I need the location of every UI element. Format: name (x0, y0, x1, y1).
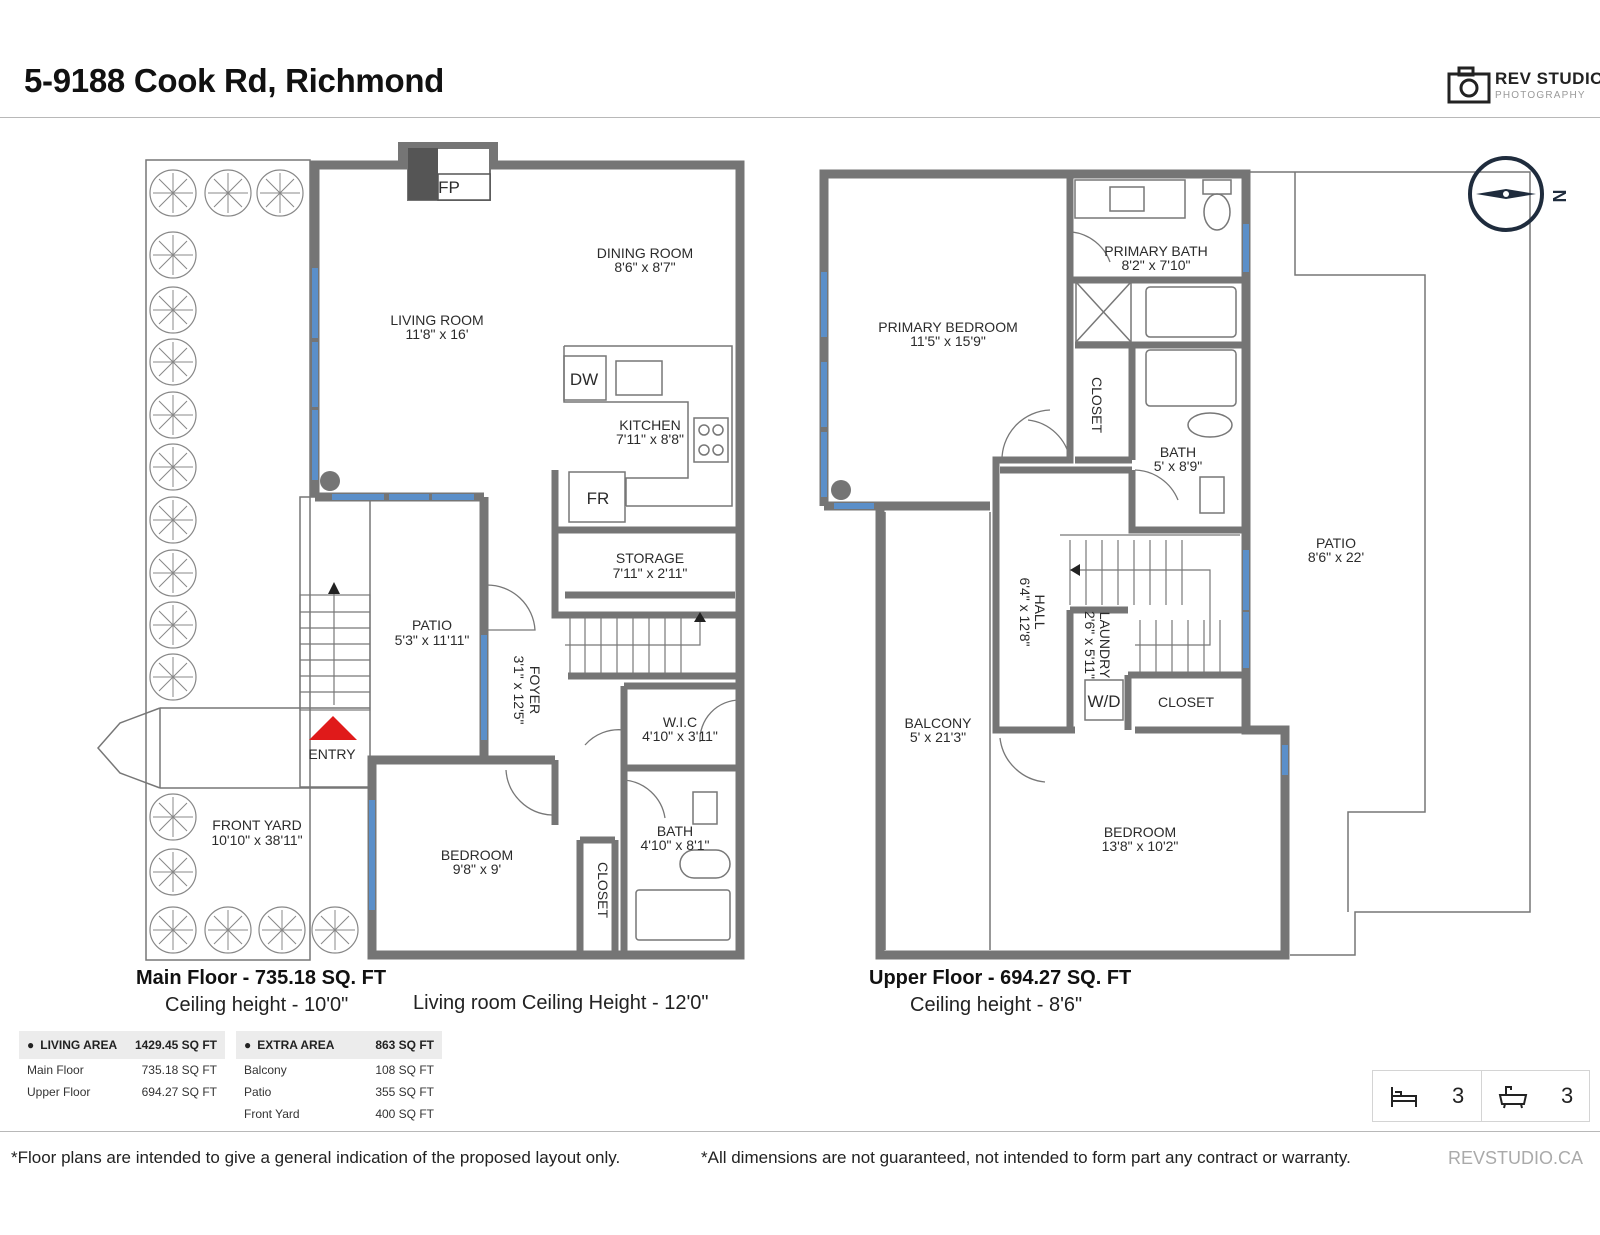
room-dims: 13'8" x 10'2" (1102, 838, 1179, 854)
footer-note-layout: *Floor plans are intended to give a gene… (11, 1148, 621, 1167)
front-yard-outline (145, 159, 311, 961)
living-area-label: ●LIVING AREA (19, 1031, 127, 1059)
compass: N (1468, 156, 1569, 232)
room-name: FRONT YARD (212, 817, 301, 833)
room-name: LAUNDRY (1097, 612, 1113, 679)
room-name: BALCONY (905, 715, 973, 731)
header-divider (0, 117, 1600, 118)
room-name: BEDROOM (1104, 824, 1176, 840)
dishwasher-label: DW (570, 370, 598, 389)
room-dims: 3'1" x 12'5" (511, 656, 527, 725)
logo-subtitle: PHOTOGRAPHY (1495, 90, 1586, 101)
room-dims: 10'10" x 38'11" (211, 832, 302, 848)
room-dims: 8'6" x 8'7" (614, 259, 675, 275)
bathtub-icon (1499, 1086, 1528, 1109)
bed-count: 3 (1373, 1071, 1482, 1121)
room-name: BATH (1160, 444, 1196, 460)
main-floor-title: Main Floor - 735.18 SQ. FT (136, 967, 387, 989)
room-dims: 4'10" x 3'11" (642, 728, 718, 744)
bath-count: 3 (1482, 1071, 1590, 1121)
main-floor-ceiling: Ceiling height - 10'0" (165, 994, 349, 1016)
windows (312, 268, 487, 910)
room-name: LIVING ROOM (390, 312, 483, 328)
extra-area-label: ●EXTRA AREA (236, 1031, 358, 1059)
main-floor-room-labels: DINING ROOM 8'6" x 8'7" LIVING ROOM 11'8… (211, 245, 718, 918)
room-name: PRIMARY BATH (1104, 243, 1207, 259)
room-counts: 3 3 (1372, 1070, 1590, 1122)
room-dims: 11'8" x 16' (406, 326, 469, 342)
website-link[interactable]: REVSTUDIO.CA (1448, 1148, 1584, 1168)
living-area-total: 1429.45 SQ FT (126, 1031, 225, 1059)
room-dims: 7'11" x 8'8" (616, 431, 684, 447)
room-name: PRIMARY BEDROOM (878, 319, 1018, 335)
page-title: 5-9188 Cook Rd, Richmond (24, 62, 445, 99)
camera-icon (1447, 66, 1491, 104)
closet-label: CLOSET (1089, 377, 1105, 433)
fridge-label: FR (587, 489, 610, 508)
upper-floor-ceiling: Ceiling height - 8'6" (910, 994, 1083, 1016)
room-dims: 6'4" x 12'8" (1017, 578, 1033, 647)
main-floor-plan (97, 142, 745, 961)
room-name: PATIO (412, 617, 452, 633)
footer-divider (0, 1131, 1600, 1132)
floor-plan-drawing: N FP DW FR DINING ROOM 8'6" x 8'7" LIVIN… (97, 142, 1569, 961)
north-label: N (1549, 190, 1569, 203)
room-dims: 5' x 8'9" (1154, 458, 1202, 474)
room-dims: 11'5" x 15'9" (910, 333, 986, 349)
room-dims: 7'11" x 2'11" (613, 565, 688, 581)
closet-label: CLOSET (1158, 694, 1214, 710)
upper-floor-plan (819, 169, 1531, 960)
room-name: FOYER (527, 666, 543, 714)
room-name: KITCHEN (619, 417, 680, 433)
room-name: PATIO (1316, 535, 1356, 551)
room-dims: 4'10" x 8'1" (641, 837, 710, 853)
entry-label: ENTRY (308, 746, 356, 762)
living-room-ceiling: Living room Ceiling Height - 12'0" (413, 992, 709, 1014)
room-name: BATH (657, 823, 693, 839)
room-name: STORAGE (616, 550, 684, 566)
room-name: BEDROOM (441, 847, 513, 863)
room-dims: 8'2" x 7'10" (1122, 257, 1191, 273)
logo-brand: REV STUDIO (1495, 69, 1600, 88)
room-dims: 5'3" x 11'11" (395, 632, 470, 648)
bed-icon (1391, 1087, 1418, 1107)
room-dims: 5' x 21'3" (910, 729, 966, 745)
room-dims: 9'8" x 9' (453, 861, 501, 877)
upper-floor-title: Upper Floor - 694.27 SQ. FT (869, 967, 1132, 989)
room-dims: 2'6" x 5'11" (1082, 611, 1098, 679)
washer-dryer-label: W/D (1087, 692, 1120, 711)
closet-label: CLOSET (595, 862, 611, 918)
room-name: HALL (1032, 594, 1048, 629)
upper-floor-room-labels: PRIMARY BATH 8'2" x 7'10" PRIMARY BEDROO… (878, 243, 1364, 854)
extra-area-total: 863 SQ FT (357, 1031, 442, 1059)
brand-logo: REV STUDIO PHOTOGRAPHY (1447, 66, 1600, 106)
fireplace-label: FP (438, 178, 460, 197)
entry-marker (309, 716, 357, 740)
room-name: DINING ROOM (597, 245, 693, 261)
footer-note-dimensions: *All dimensions are not guaranteed, not … (701, 1148, 1351, 1167)
room-name: W.I.C (663, 714, 697, 730)
room-dims: 8'6" x 22' (1308, 549, 1364, 565)
